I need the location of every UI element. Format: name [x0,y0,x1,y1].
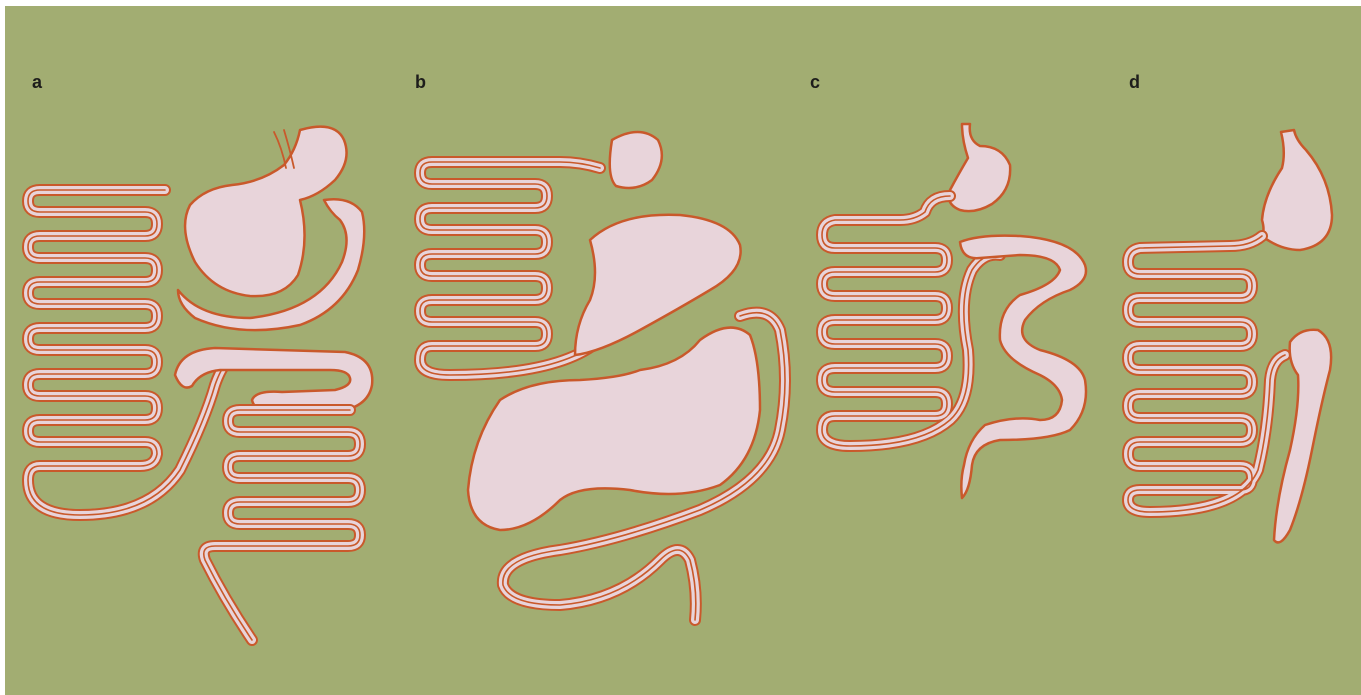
panel-label-d: d [1129,72,1140,93]
panel-label-c: c [810,72,820,93]
figure-svg [5,6,1361,695]
figure-canvas: a b c d [5,6,1361,695]
panel-label-a: a [32,72,42,93]
panel-label-b: b [415,72,426,93]
